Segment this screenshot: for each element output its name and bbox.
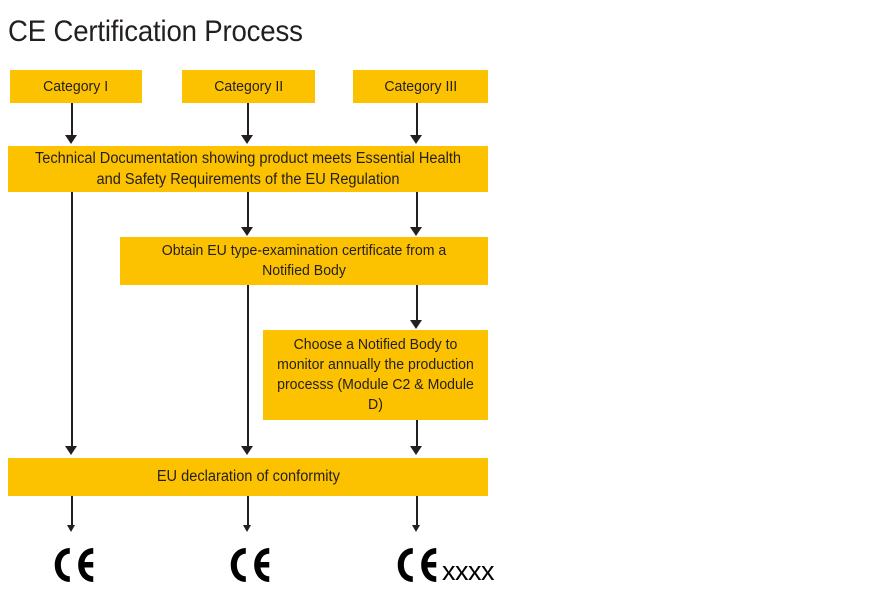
edge-eu-declaration-to-ce-mark-1: [71, 496, 73, 527]
arrowhead-eu-declaration-to-ce-mark-3: [412, 525, 420, 532]
edge-category-3-to-technical-documentation: [416, 103, 418, 137]
edge-technical-documentation-to-obtain-type-examination: [247, 192, 249, 229]
arrowhead-obtain-type-examination-to-eu-declaration: [241, 446, 253, 455]
node-technical-documentation[interactable]: Technical Documentation showing product …: [8, 146, 488, 192]
ce-mark-1: [49, 545, 99, 587]
edge-obtain-type-examination-to-eu-declaration: [247, 285, 249, 448]
node-category-2-label: Category II: [214, 78, 283, 95]
node-category-1-label: Category I: [43, 78, 109, 95]
arrowhead-choose-notified-body-to-eu-declaration: [410, 446, 422, 455]
arrowhead-technical-documentation-to-obtain-type-examination-col3: [410, 227, 422, 236]
edge-technical-documentation-to-eu-declaration: [71, 192, 73, 448]
edge-eu-declaration-to-ce-mark-2: [247, 496, 249, 527]
page-title: CE Certification Process: [8, 15, 303, 48]
node-category-2[interactable]: Category II: [182, 70, 315, 103]
node-obtain-type-examination-label: Obtain EU type-examination certificate f…: [161, 242, 447, 279]
node-eu-declaration-label: EU declaration of conformity: [156, 468, 340, 485]
node-technical-documentation-label: Technical Documentation showing product …: [35, 150, 461, 188]
ce-mark-2: [225, 545, 275, 587]
edge-technical-documentation-to-obtain-type-examination-col3: [416, 192, 418, 229]
edge-category-2-to-technical-documentation: [247, 103, 249, 137]
edge-eu-declaration-to-ce-mark-3: [416, 496, 418, 527]
edge-obtain-type-examination-to-choose-notified-body: [416, 285, 418, 322]
edge-category-1-to-technical-documentation: [71, 103, 73, 137]
arrowhead-eu-declaration-to-ce-mark-2: [243, 525, 251, 532]
ce-logo-icon: [54, 548, 94, 582]
node-choose-notified-body-label: Choose a Notified Body to monitor annual…: [277, 336, 474, 413]
arrowhead-category-2-to-technical-documentation: [241, 135, 253, 144]
ce-mark-3-suffix: xxxx: [442, 556, 495, 586]
arrowhead-eu-declaration-to-ce-mark-1: [67, 525, 75, 532]
node-category-3-label: Category III: [384, 78, 457, 95]
ce-logo-icon: [230, 548, 270, 582]
arrowhead-technical-documentation-to-obtain-type-examination: [241, 227, 253, 236]
node-eu-declaration[interactable]: EU declaration of conformity: [8, 458, 488, 496]
arrowhead-category-1-to-technical-documentation: [65, 135, 77, 144]
node-choose-notified-body[interactable]: Choose a Notified Body to monitor annual…: [263, 330, 488, 420]
node-category-1[interactable]: Category I: [10, 70, 142, 103]
ce-logo-icon: [397, 548, 437, 582]
edge-choose-notified-body-to-eu-declaration: [416, 420, 418, 448]
arrowhead-category-3-to-technical-documentation: [410, 135, 422, 144]
node-category-3[interactable]: Category III: [353, 70, 488, 103]
arrowhead-technical-documentation-to-eu-declaration: [65, 446, 77, 455]
ce-mark-3: xxxx: [392, 545, 495, 587]
node-obtain-type-examination[interactable]: Obtain EU type-examination certificate f…: [120, 237, 488, 285]
arrowhead-obtain-type-examination-to-choose-notified-body: [410, 320, 422, 329]
